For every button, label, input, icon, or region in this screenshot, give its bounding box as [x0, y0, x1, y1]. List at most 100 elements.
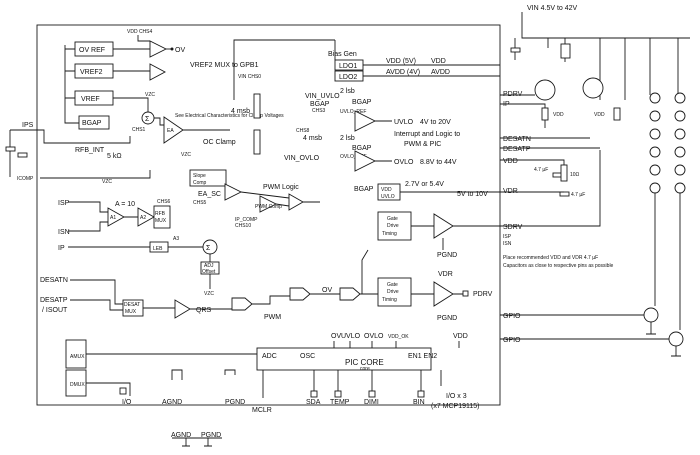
- ldo2-label: LDO2: [339, 74, 357, 81]
- desatp-ext-label: DESATP: [503, 146, 531, 153]
- and-gate-2: [289, 287, 311, 301]
- vzc-mid-label: VZC: [181, 152, 191, 158]
- bgap-left-label: BGAP: [82, 120, 102, 127]
- avdd-out-label: AVDD: [431, 69, 450, 76]
- vin-range-label: VIN 4.5V to 42V: [527, 5, 578, 12]
- bin-pin-label: BIN: [413, 399, 425, 406]
- dimi-pin-label: DIMI: [364, 399, 379, 406]
- avdd-4v-label: AVDD (4V): [386, 69, 420, 76]
- a2-label: A2: [140, 215, 146, 221]
- svg-text:UVLO: UVLO: [381, 194, 395, 200]
- chs10-label: CHS10: [235, 223, 251, 229]
- vin-chs0-label: VIN CHS0: [238, 74, 261, 80]
- desatn-pin-label: DESATN: [40, 277, 68, 284]
- ovlo-comparator: [354, 150, 377, 172]
- uvlo-out-label: UVLO: [394, 119, 414, 126]
- chs3-label: CHS3: [312, 108, 326, 114]
- two-lsb-top: 2 lsb: [340, 88, 355, 95]
- vdd-out-label: VDD: [431, 58, 446, 65]
- pic-core-block: [256, 347, 432, 371]
- svg-text:RFB: RFB: [155, 211, 166, 217]
- svg-text:Σ: Σ: [145, 116, 150, 123]
- five-kohm-label: 5 kΩ: [107, 153, 122, 160]
- ovlo-ref-label: OVLO_REF: [340, 154, 367, 160]
- ips-pin-label: IPS: [22, 122, 34, 129]
- ip-comp-label: IP_COMP: [235, 217, 258, 223]
- svg-text:Offset: Offset: [202, 269, 216, 275]
- error-amp: [163, 116, 184, 144]
- svg-text:Comp: Comp: [193, 180, 207, 186]
- vdr-pin-label: VDR: [503, 188, 518, 195]
- uvlo-comparator: [354, 110, 377, 132]
- r10-resistor: [560, 164, 568, 182]
- slope-comp-block: [189, 169, 227, 187]
- r27-label: 2.7V or 5.4V: [405, 181, 444, 188]
- vzc-rfb-label: VZC: [102, 179, 112, 185]
- vdd-ext2-label: VDD: [594, 112, 605, 118]
- svg-text:Drive: Drive: [387, 223, 399, 229]
- chs1-label: CHS1: [132, 127, 146, 133]
- led-string-right: [674, 92, 686, 194]
- svg-text:BGAP: BGAP: [352, 99, 372, 106]
- ea-note: See Electrical Characteristics for Clamp…: [175, 113, 284, 119]
- svg-text:Timing: Timing: [382, 297, 397, 303]
- cap47-1-label: 4.7 µF: [534, 167, 548, 173]
- desatn-ext-label: DESATN: [503, 136, 531, 143]
- pwm-logic-label: PWM Logic: [263, 184, 299, 191]
- isp-pin-label: ISP: [58, 200, 70, 207]
- osc-label: OSC: [300, 353, 315, 360]
- dmux-label: DMUX: [70, 382, 85, 388]
- en-label: EN1 EN2: [408, 353, 437, 360]
- bgap-uvlo-label: BGAP: [310, 101, 330, 108]
- vin-feed-wire: [233, 39, 335, 100]
- uvlo-core-label: UVLO: [341, 333, 361, 340]
- range-uvlo-label: 4V to 20V: [420, 119, 451, 126]
- and-gate-1: [231, 297, 253, 311]
- pdrv-ext-label: PDRV: [503, 91, 523, 98]
- pdrv-driver: [433, 281, 454, 307]
- vref2-mux-label: VREF2 MUX to GPB1: [190, 62, 259, 69]
- rfb-int-label: RFB_INT: [75, 147, 105, 154]
- cap47-2-label: 4.7 µF: [571, 192, 585, 198]
- leb-label: LEB: [153, 246, 163, 252]
- svg-text:Gate: Gate: [387, 216, 398, 222]
- svg-text:Gate: Gate: [387, 282, 398, 288]
- a3-label: A3: [173, 236, 179, 242]
- chs5-label: CHS5: [193, 200, 207, 206]
- r10-label: 10Ω: [570, 172, 580, 178]
- ea-sc-amp: [224, 183, 243, 201]
- uvlo-ref-label: UVLO_REF: [340, 109, 366, 115]
- ov-logic-label: OV: [322, 287, 332, 294]
- bias-gen-label: Bias Gen: [328, 51, 357, 58]
- led-string-left: [649, 92, 661, 194]
- desat-comparator: [174, 299, 191, 319]
- four-msb-mid: 4 msb: [303, 135, 322, 142]
- x7-label: (x7 MCP19115): [431, 403, 480, 410]
- svg-text:ADJ: ADJ: [204, 263, 214, 269]
- vref2-block-label: VREF2: [80, 69, 103, 76]
- ea-sc-label: EA_SC: [198, 191, 221, 198]
- vref-block-label: VREF: [81, 96, 100, 103]
- amux-label: AMUX: [70, 354, 85, 360]
- bgap-left-block: [78, 115, 110, 130]
- interrupt-line1: Interrupt and Logic to: [394, 131, 460, 138]
- ov-buffer: [149, 40, 168, 58]
- ip-ext-label: IP: [503, 101, 510, 108]
- svg-text:Drive: Drive: [387, 289, 399, 295]
- vdr-out-label: VDR: [438, 271, 453, 278]
- qrs-label: QRS: [196, 307, 212, 314]
- adc-label: ADC: [262, 353, 277, 360]
- svg-text:DESAT: DESAT: [124, 302, 140, 308]
- ov-ref-label: OV REF: [79, 47, 105, 54]
- sda-pin-label: SDA: [306, 399, 321, 406]
- pic-core-label: PIC CORE: [345, 358, 384, 367]
- vzc-top-label: VZC: [145, 92, 155, 98]
- sdrv-driver: [433, 213, 454, 239]
- ov-label: OV: [175, 47, 185, 54]
- a1-label: A1: [110, 215, 116, 221]
- isp-ext-label: ISP: [503, 234, 512, 240]
- pgnd-bottom-label: PGND: [437, 315, 457, 322]
- svg-text:EA: EA: [167, 128, 174, 134]
- ip-pin-label: IP: [58, 245, 65, 252]
